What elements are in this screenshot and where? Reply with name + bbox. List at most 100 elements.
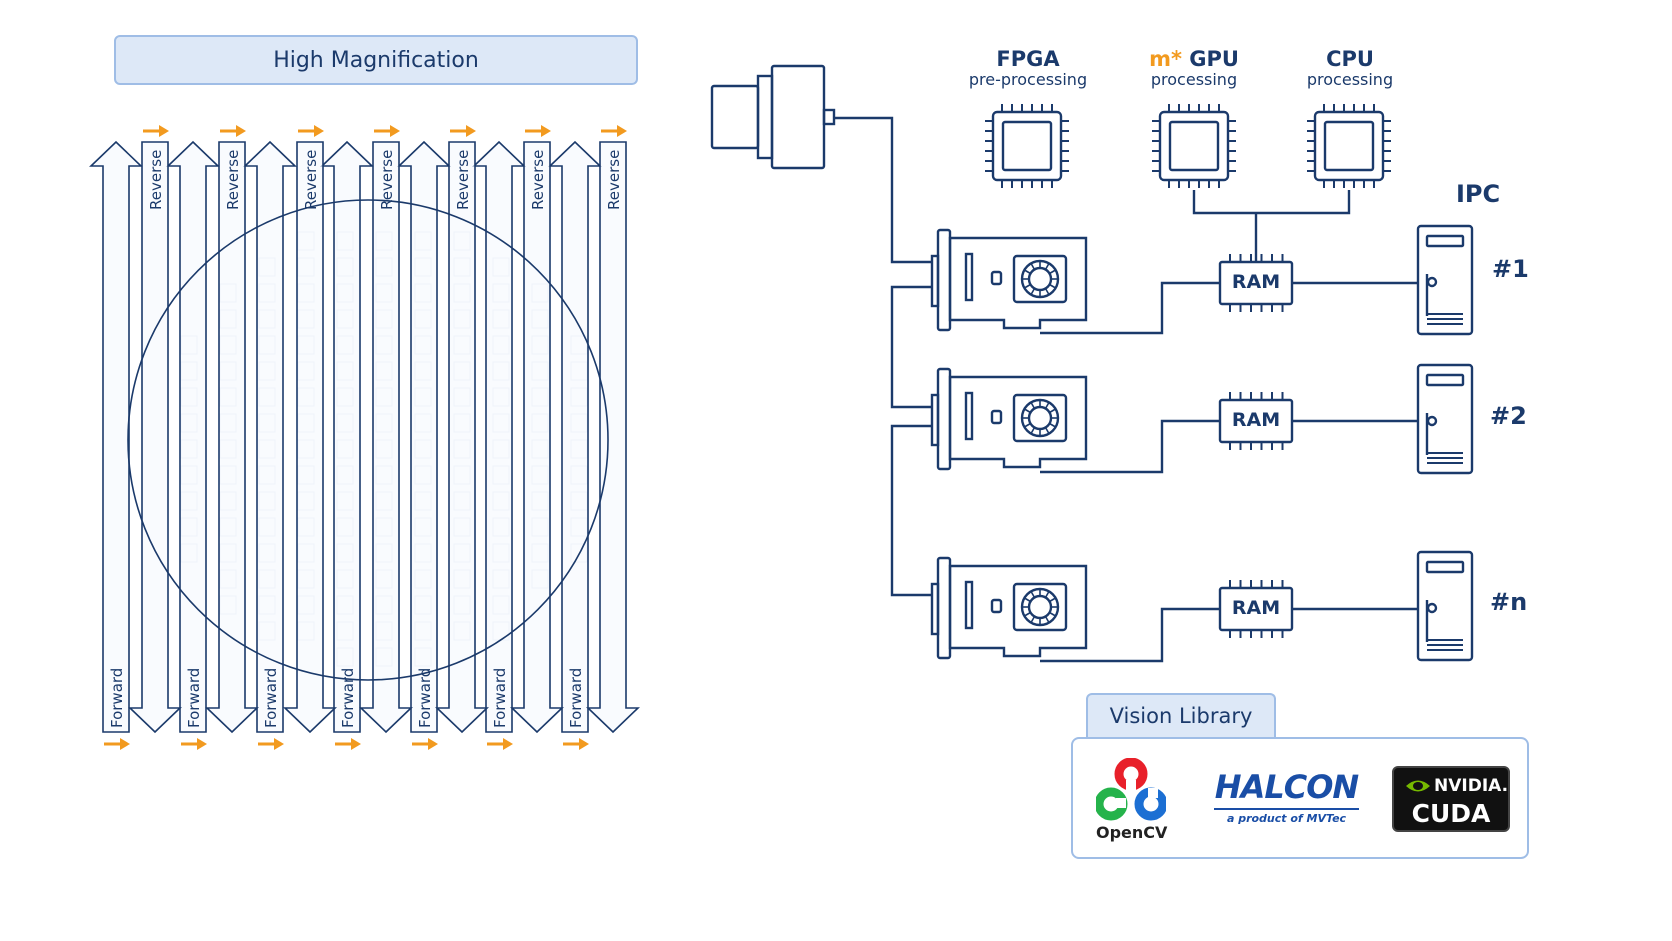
reverse-lane: Reverse bbox=[205, 141, 259, 734]
reverse-arrow bbox=[283, 141, 337, 734]
reverse-lane-label: Reverse bbox=[529, 150, 547, 210]
ram-label-1: RAM bbox=[1231, 271, 1281, 293]
ipc-tower-icon bbox=[1416, 550, 1474, 662]
step-arrow-icon bbox=[525, 125, 551, 137]
chip-bus-line bbox=[1192, 190, 1351, 215]
forward-lane-label: Forward bbox=[491, 668, 509, 728]
reverse-lane-label: Reverse bbox=[302, 150, 320, 210]
gpu-name: GPU bbox=[1189, 47, 1239, 71]
fpga-label: FPGA pre-processing bbox=[948, 47, 1108, 90]
cpu-name: CPU bbox=[1326, 47, 1374, 71]
forward-arrow bbox=[472, 140, 526, 733]
step-arrow-icon bbox=[104, 738, 130, 750]
daisy-chain-cable bbox=[890, 424, 932, 597]
step-arrow-icon bbox=[563, 738, 589, 750]
step-arrow-icon bbox=[412, 738, 438, 750]
reverse-lane: Reverse bbox=[510, 141, 564, 734]
reverse-lane-label: Reverse bbox=[454, 150, 472, 210]
forward-arrow bbox=[320, 140, 374, 733]
ram-label-n: RAM bbox=[1231, 597, 1281, 619]
reverse-arrow bbox=[586, 141, 640, 734]
step-arrow-icon bbox=[298, 125, 324, 137]
forward-arrow bbox=[89, 140, 143, 733]
ipc-unit-1-label: #1 bbox=[1492, 255, 1529, 283]
reverse-lane-label: Reverse bbox=[147, 150, 165, 210]
ipc-unit-n-label: #n bbox=[1490, 588, 1528, 616]
forward-lane: Forward bbox=[320, 140, 374, 733]
fpga-chip-icon bbox=[985, 104, 1069, 188]
reverse-lane: Reverse bbox=[359, 141, 413, 734]
reverse-arrow bbox=[128, 141, 182, 734]
ipc-title: IPC bbox=[1456, 180, 1501, 208]
ipc-unit-2-label: #2 bbox=[1490, 402, 1527, 430]
forward-lane-label: Forward bbox=[339, 668, 357, 728]
reverse-lane: Reverse bbox=[128, 141, 182, 734]
forward-arrow bbox=[548, 140, 602, 733]
gpu-chip-icon bbox=[1152, 104, 1236, 188]
hardware-diagram bbox=[710, 64, 1474, 663]
gpu-label: m* GPU processing bbox=[1114, 47, 1274, 90]
step-arrow-icon bbox=[335, 738, 361, 750]
halcon-name: HALCON bbox=[1214, 768, 1359, 806]
gpu-subtitle: processing bbox=[1150, 70, 1238, 90]
forward-lane-label: Forward bbox=[108, 668, 126, 728]
step-arrow-icon bbox=[143, 125, 169, 137]
forward-lane: Forward bbox=[472, 140, 526, 733]
reverse-arrow bbox=[435, 141, 489, 734]
reverse-lane: Reverse bbox=[435, 141, 489, 734]
nvidia-cuda-logo: NVIDIA. CUDA bbox=[1392, 766, 1510, 832]
halcon-logo: HALCON a product of MVTec bbox=[1214, 768, 1359, 825]
vision-library-tab: Vision Library bbox=[1086, 693, 1276, 737]
forward-lane-label: Forward bbox=[567, 668, 585, 728]
forward-lane-label: Forward bbox=[262, 668, 280, 728]
step-arrow-icon bbox=[487, 738, 513, 750]
step-arrow-icon bbox=[601, 125, 627, 137]
step-arrow-icon bbox=[258, 738, 284, 750]
camera-icon bbox=[710, 64, 836, 170]
frame-grabber-card-icon bbox=[930, 556, 1088, 660]
forward-arrow bbox=[243, 140, 297, 733]
scan-lanes: Forward Forward Forward Forward Forward Forwa… bbox=[89, 125, 640, 750]
card-to-ram-line bbox=[1040, 281, 1220, 335]
ram-label-2: RAM bbox=[1231, 409, 1281, 431]
reverse-lane: Reverse bbox=[586, 141, 640, 734]
forward-lane: Forward bbox=[243, 140, 297, 733]
card-to-ram-line bbox=[1040, 607, 1220, 663]
reverse-lane-label: Reverse bbox=[378, 150, 396, 210]
forward-arrow bbox=[166, 140, 220, 733]
reverse-arrow bbox=[359, 141, 413, 734]
forward-arrow bbox=[397, 140, 451, 733]
forward-lane: Forward bbox=[89, 140, 143, 733]
forward-lane: Forward bbox=[397, 140, 451, 733]
forward-lane-label: Forward bbox=[185, 668, 203, 728]
cuda-label: CUDA bbox=[1411, 799, 1491, 828]
reverse-lane: Reverse bbox=[283, 141, 337, 734]
gpu-prefix: m* bbox=[1149, 47, 1182, 71]
cpu-subtitle: processing bbox=[1306, 70, 1394, 90]
opencv-label: OpenCV bbox=[1096, 823, 1168, 842]
step-arrow-icon bbox=[181, 738, 207, 750]
reverse-lane-label: Reverse bbox=[605, 150, 623, 210]
opencv-logo-icon bbox=[1096, 758, 1166, 821]
frame-grabber-card-icon bbox=[930, 367, 1088, 471]
daisy-chain-cable bbox=[890, 285, 932, 409]
forward-lane: Forward bbox=[166, 140, 220, 733]
fpga-name: FPGA bbox=[996, 47, 1060, 71]
step-arrow-icon bbox=[220, 125, 246, 137]
forward-lane-label: Forward bbox=[416, 668, 434, 728]
reverse-arrow bbox=[205, 141, 259, 734]
step-arrow-icon bbox=[374, 125, 400, 137]
camera-cable bbox=[834, 116, 932, 264]
nvidia-eye-icon bbox=[1406, 780, 1430, 792]
cpu-chip-icon bbox=[1307, 104, 1391, 188]
field-of-view-circle bbox=[127, 199, 609, 681]
forward-lane: Forward bbox=[548, 140, 602, 733]
scan-panel-title: High Magnification bbox=[114, 35, 638, 85]
halcon-subtitle: a product of MVTec bbox=[1214, 808, 1359, 825]
ipc-tower-icon bbox=[1416, 363, 1474, 475]
fpga-subtitle: pre-processing bbox=[968, 70, 1088, 90]
reverse-lane-label: Reverse bbox=[224, 150, 242, 210]
frame-grabber-card-icon bbox=[930, 228, 1088, 332]
ipc-tower-icon bbox=[1416, 224, 1474, 336]
